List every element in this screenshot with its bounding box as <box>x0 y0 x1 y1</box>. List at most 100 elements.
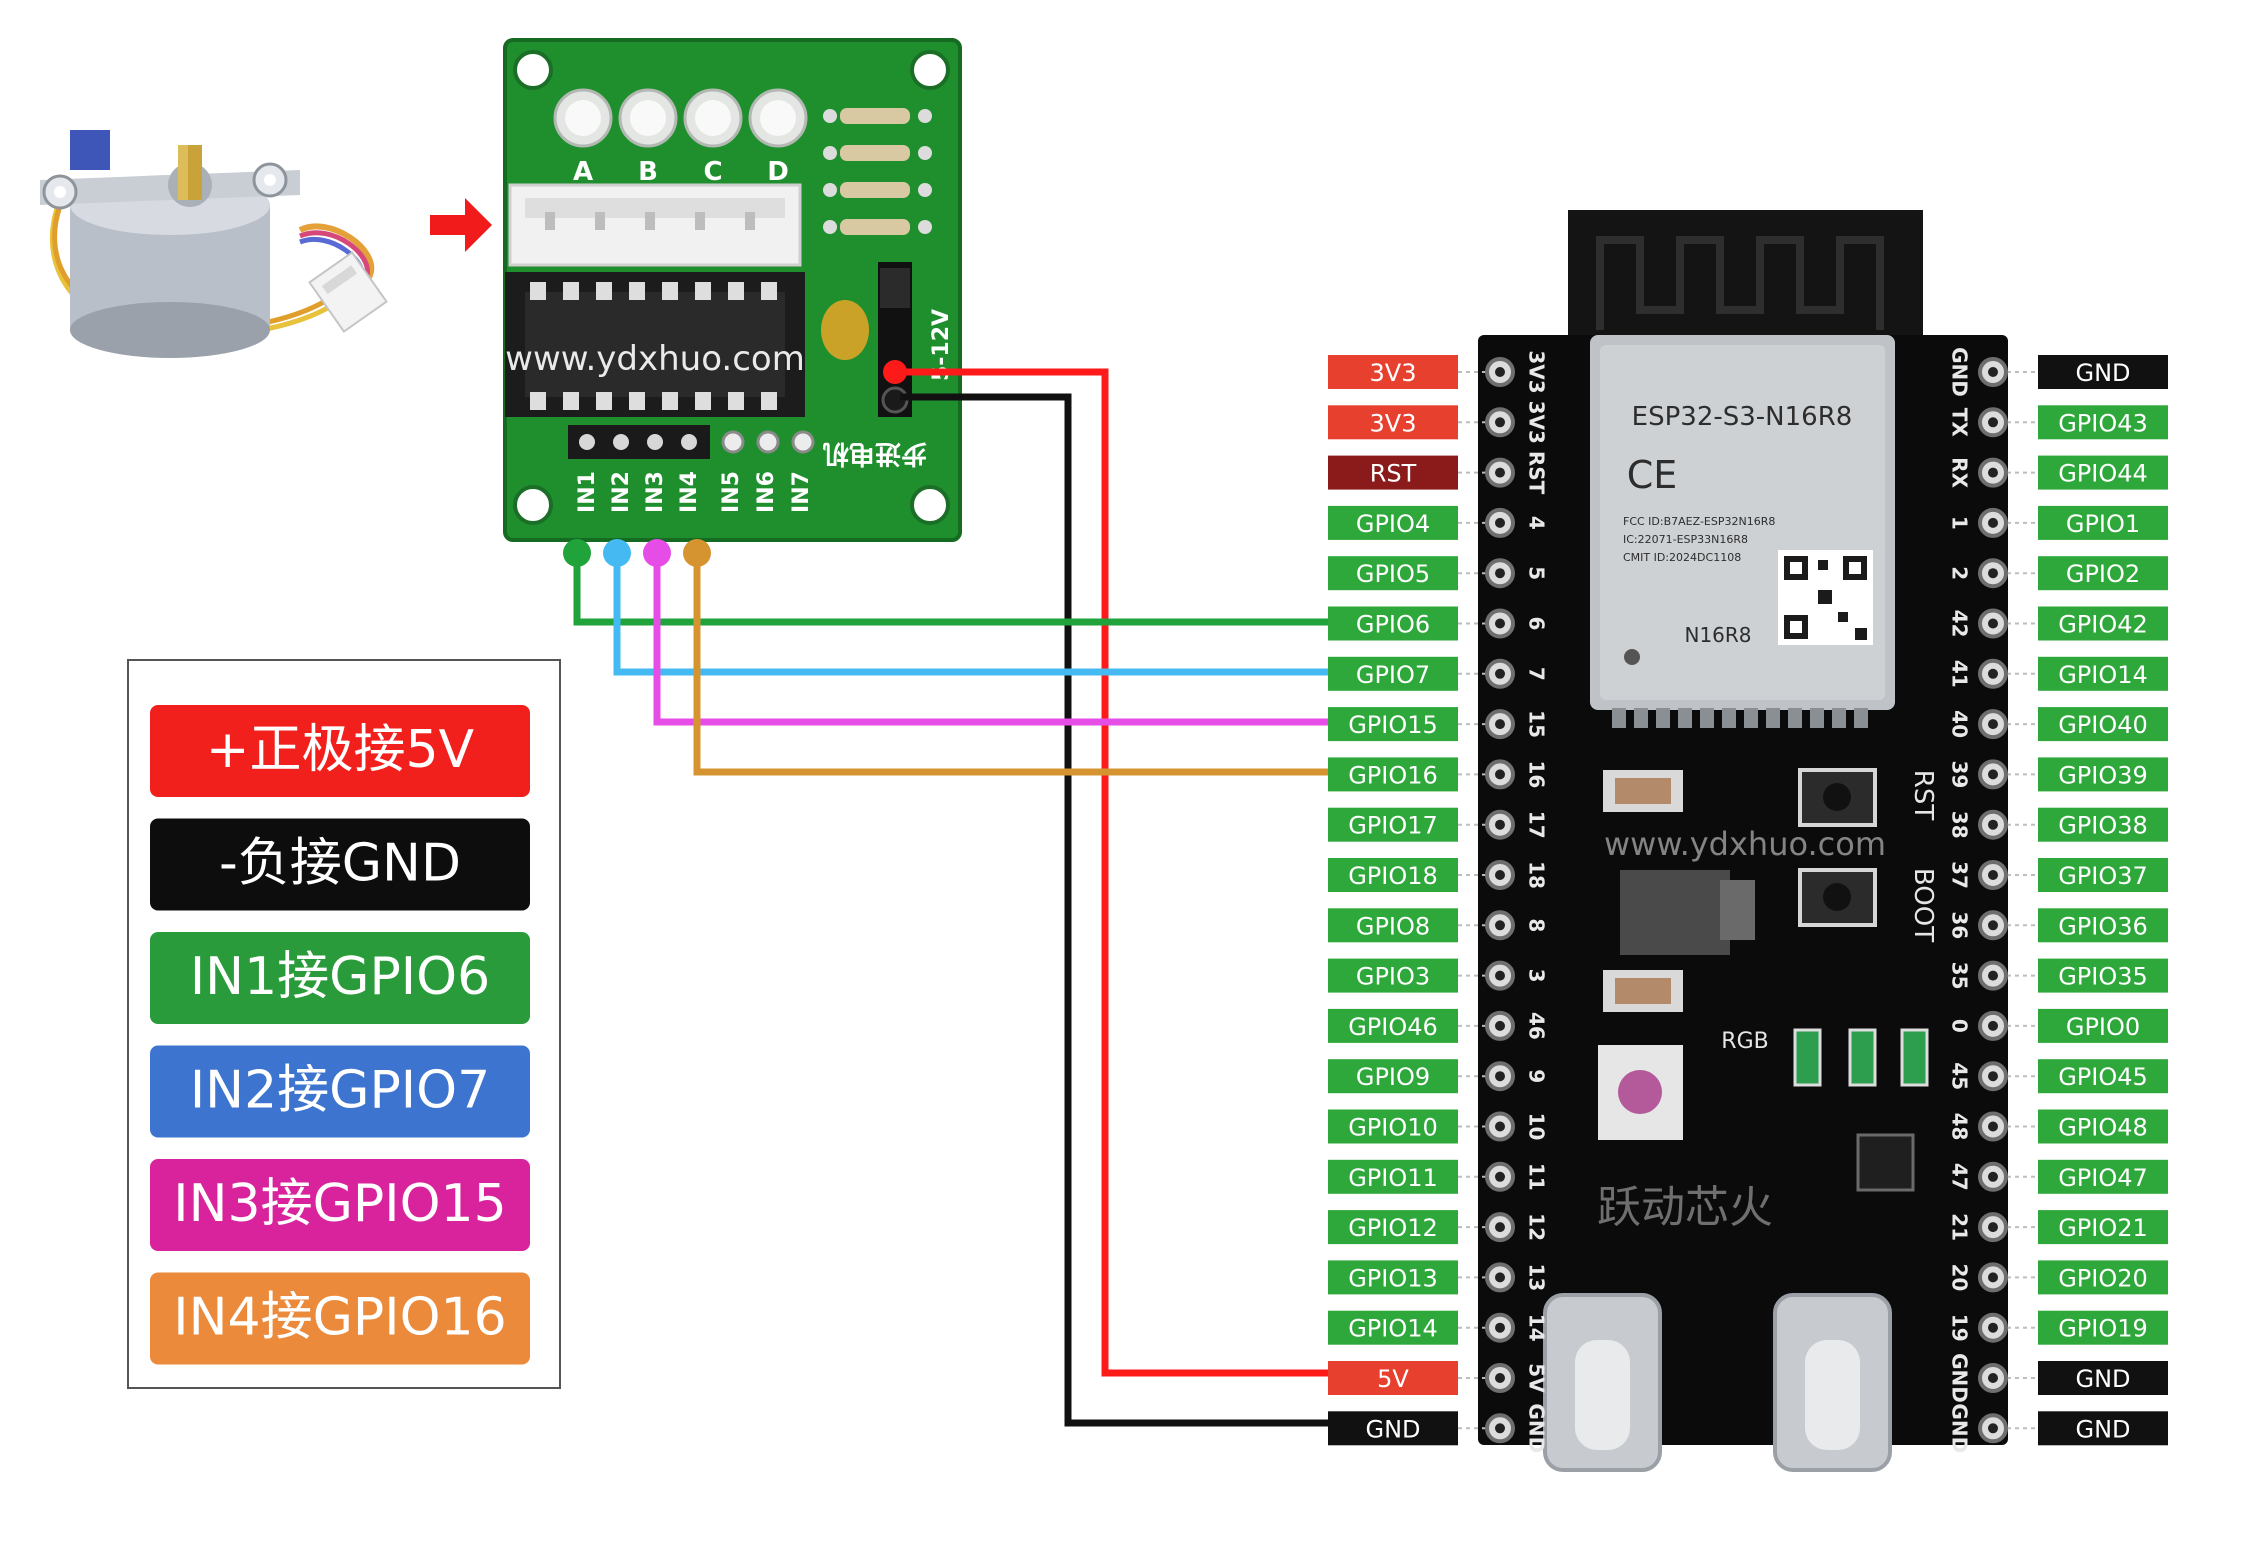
wire-in4-to-gpio16 <box>693 553 1328 776</box>
pin-label-text: GPIO16 <box>1348 761 1438 789</box>
pin-label-text: GND <box>2075 1415 2130 1443</box>
right-pin-1-gpio43: GPIO43 <box>2038 405 2168 440</box>
pin-label-text: GND <box>2075 1365 2130 1393</box>
pin-label-bg <box>1328 908 1458 943</box>
pin-label-bg <box>2038 1159 2168 1194</box>
pin-label-bg <box>2038 1361 2168 1395</box>
header-hole-center <box>1988 1373 1998 1383</box>
header-hole-center <box>1988 668 1998 679</box>
pin-label-bg <box>1328 757 1458 792</box>
header-hole-center <box>1495 367 1505 377</box>
pin-label-bg <box>1328 1109 1458 1144</box>
legend-item-5: IN4接GPIO16 <box>150 1272 530 1365</box>
wire-end-in2 <box>603 539 631 567</box>
left-pin-4-gpio5: GPIO5 <box>1328 556 1458 591</box>
boot-label: BOOT <box>1908 868 1938 942</box>
rst-button[interactable] <box>1798 768 1877 827</box>
led-label-d: D <box>767 157 789 187</box>
usb-c-port-left[interactable] <box>1543 1293 1662 1472</box>
header-hole-center <box>1988 819 1998 830</box>
pin-label-text: GND <box>1365 1415 1420 1443</box>
boot-button[interactable] <box>1798 868 1877 927</box>
header-hole-center <box>1495 1322 1505 1333</box>
pin-label-text: GPIO13 <box>1348 1264 1438 1292</box>
right-pin-4-gpio2: GPIO2 <box>2038 556 2168 591</box>
legend-text: IN2接GPIO7 <box>190 1061 490 1121</box>
right-pin-14-gpio45: GPIO45 <box>2038 1059 2168 1094</box>
module-short: N16R8 <box>1684 623 1751 647</box>
header-hole-center <box>1495 870 1505 880</box>
silk-label-7: 7 <box>1525 667 1549 681</box>
input-label-in4: IN4 <box>677 471 702 513</box>
pin-label-bg <box>2038 606 2168 641</box>
left-pin-13-gpio46: GPIO46 <box>1328 1008 1458 1043</box>
pin-label-text: GPIO46 <box>1348 1013 1438 1041</box>
pin-label-text: GPIO6 <box>1356 611 1430 639</box>
silk-label-45: 45 <box>1948 1062 1972 1090</box>
header-hole-center <box>1988 970 1998 981</box>
silk-label-3v3: 3V3 <box>1525 350 1549 393</box>
right-pin-labels: GNDGPIO43GPIO44GPIO1GPIO2GPIO42GPIO14GPI… <box>2038 355 2168 1446</box>
legend-text: IN1接GPIO6 <box>190 947 490 1007</box>
left-pin-11-gpio8: GPIO8 <box>1328 908 1458 943</box>
led-b <box>618 88 678 148</box>
legend-swatch <box>150 1272 530 1365</box>
silk-label-gnd: GND <box>1948 1353 1972 1403</box>
silk-label-gnd: GND <box>1948 1403 1972 1453</box>
status-leds <box>553 88 808 148</box>
right-pin-2-gpio44: GPIO44 <box>2038 455 2168 490</box>
legend-text: -负接GND <box>219 834 461 894</box>
header-hole-center <box>1495 668 1505 679</box>
silk-label-18: 18 <box>1525 861 1549 889</box>
silk-label-9: 9 <box>1525 1069 1549 1083</box>
pin-label-text: GPIO4 <box>1356 510 1430 538</box>
silk-label-5: 5 <box>1525 566 1549 580</box>
silk-label-rst: RST <box>1525 451 1549 495</box>
resistors <box>823 108 932 235</box>
wires <box>573 368 1328 1427</box>
rgb-led <box>1598 1045 1683 1140</box>
header-hole-center <box>1495 1171 1505 1182</box>
legend-item-0: +正极接5V <box>150 705 530 797</box>
uln2003-driver-board: A B C D <box>503 38 962 542</box>
left-pin-5-gpio6: GPIO6 <box>1328 606 1458 641</box>
header-hole-center <box>1495 819 1505 830</box>
header-hole-center <box>1988 1071 1998 1082</box>
pin-label-text: GPIO21 <box>2058 1214 2148 1242</box>
pin-label-bg <box>2038 1411 2168 1446</box>
header-hole-center <box>1988 1222 1998 1233</box>
pin-label-bg <box>1328 656 1458 691</box>
silk-label-tx: TX <box>1948 408 1972 438</box>
pin-label-text: 5V <box>1377 1365 1409 1393</box>
legend-item-1: -负接GND <box>150 818 530 911</box>
usb-c-port-right[interactable] <box>1773 1293 1892 1472</box>
pin-label-bg <box>2038 405 2168 440</box>
module-name: ESP32-S3-N16R8 <box>1632 402 1853 432</box>
pin-label-text: GPIO8 <box>1356 912 1430 940</box>
silk-label-gnd: GND <box>1525 1403 1549 1453</box>
pin-label-bg <box>2038 656 2168 691</box>
wire-in2-to-gpio7 <box>613 553 1328 676</box>
header-hole-center <box>1988 618 1998 629</box>
pin-label-text: GPIO14 <box>1348 1315 1438 1343</box>
silk-label-2: 2 <box>1948 566 1972 580</box>
pin-label-bg <box>1328 858 1458 892</box>
header-hole-center <box>1988 417 1998 428</box>
right-pin-11-gpio36: GPIO36 <box>2038 908 2168 943</box>
pin-label-text: GND <box>2075 359 2130 387</box>
rst-label: RST <box>1908 770 1938 821</box>
silk-label-19: 19 <box>1948 1314 1972 1342</box>
left-pin-2-rst: RST <box>1328 455 1458 490</box>
right-pin-8-gpio39: GPIO39 <box>2038 757 2168 792</box>
header-hole-center <box>1988 568 1998 579</box>
wire-end-in3 <box>643 539 671 567</box>
silk-label-48: 48 <box>1948 1113 1972 1141</box>
header-hole-center <box>1495 1071 1505 1082</box>
capacitor <box>821 300 869 360</box>
input-label-in2: IN2 <box>609 471 634 513</box>
pin-label-bg <box>2038 707 2168 742</box>
left-pin-17-gpio12: GPIO12 <box>1328 1210 1458 1245</box>
pin-label-text: GPIO19 <box>2058 1315 2148 1343</box>
right-pin-15-gpio48: GPIO48 <box>2038 1109 2168 1144</box>
right-pin-21-gnd: GND <box>2038 1411 2168 1446</box>
